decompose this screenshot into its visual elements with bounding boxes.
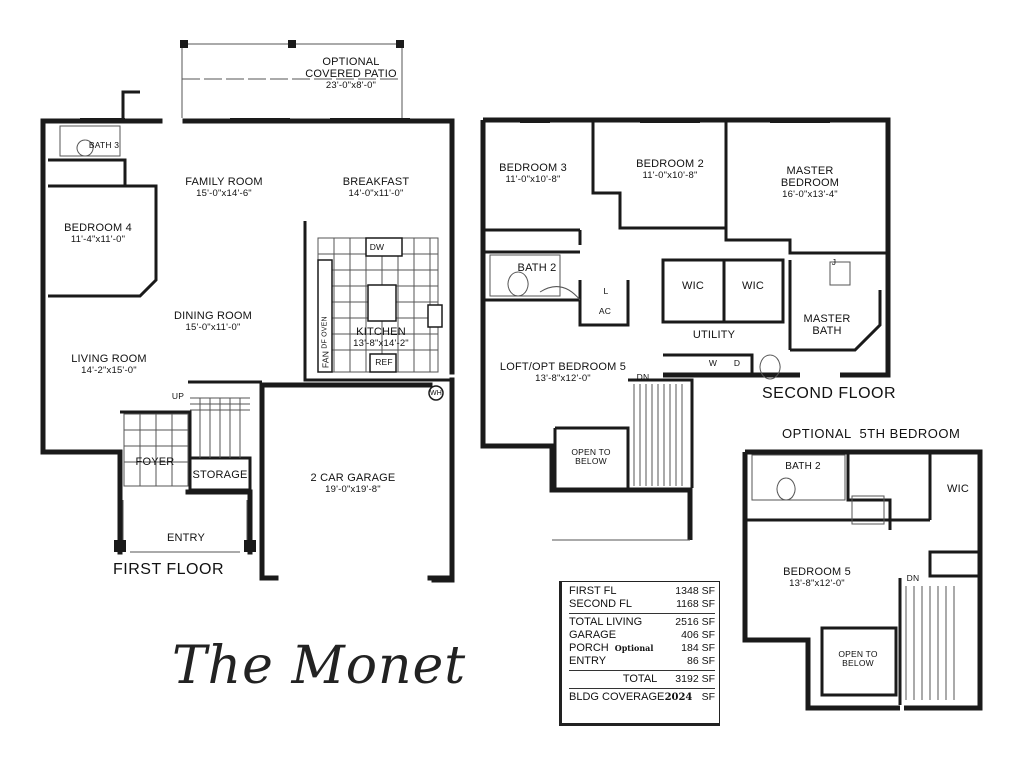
ac-label: AC <box>598 306 612 316</box>
stairs-up-label: UP <box>171 391 185 401</box>
wic2-label: WIC <box>742 280 764 292</box>
bath3-label: BATH 3 <box>88 140 120 150</box>
water-heater-label: WH <box>429 390 443 397</box>
entry-label: ENTRY <box>166 532 206 544</box>
wic1-label: WIC <box>682 280 704 292</box>
bath2-label: BATH 2 <box>517 262 557 274</box>
washer-label: W <box>708 358 718 368</box>
utility-label: UTILITY <box>692 329 736 341</box>
dryer-label: D <box>733 358 741 368</box>
j-label: J <box>831 257 837 267</box>
plan-title: The Monet <box>172 636 467 696</box>
stairs-down-label: DN <box>636 372 650 382</box>
optional-bedroom-heading: OPTIONAL 5TH BEDROOM <box>782 426 961 441</box>
opt-wic-label: WIC <box>947 483 969 495</box>
foyer-label: FOYER <box>135 456 175 468</box>
opt-stairs-down-label: DN <box>906 573 920 583</box>
storage-label: STORAGE <box>192 469 248 481</box>
fan-label: FAN <box>320 350 331 369</box>
dishwasher-label: DW <box>369 242 385 252</box>
optional-plan-walls <box>742 449 983 711</box>
refrigerator-label: REF <box>375 357 393 367</box>
second-floor-walls <box>480 117 891 540</box>
second-floor-heading: SECOND FLOOR <box>762 385 897 402</box>
opt-bath2-label: BATH 2 <box>785 461 821 472</box>
l-label: L <box>603 286 609 296</box>
oven-label: DF OVEN <box>321 316 329 349</box>
first-floor-heading: FIRST FLOOR <box>113 561 224 578</box>
